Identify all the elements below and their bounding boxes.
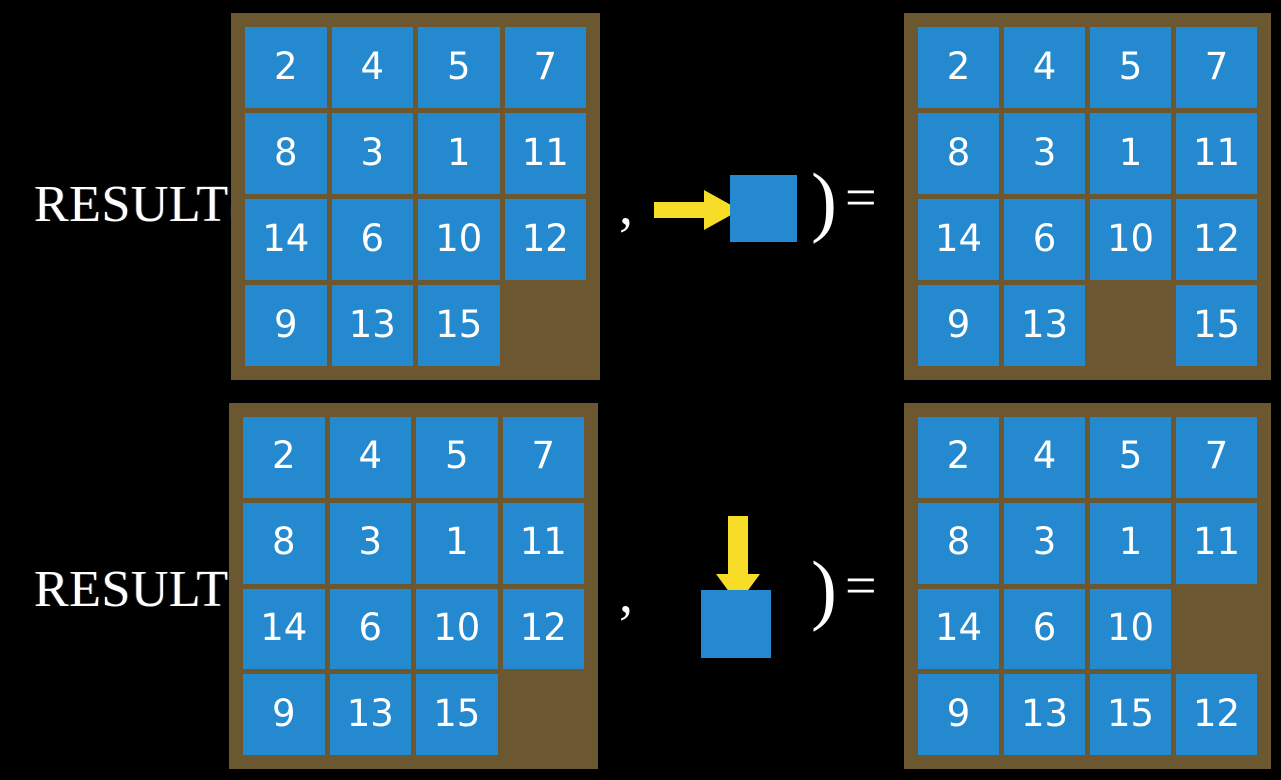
tile[interactable]: 12 [1176, 199, 1257, 280]
tile[interactable]: 5 [418, 27, 500, 108]
tile[interactable]: 8 [918, 502, 999, 584]
tile[interactable]: 1 [418, 113, 500, 194]
tile[interactable]: 2 [918, 417, 999, 498]
tile[interactable]: 7 [1176, 417, 1257, 498]
tile[interactable]: 14 [245, 199, 327, 280]
tile[interactable]: 6 [329, 588, 411, 670]
tile[interactable]: 1 [1090, 113, 1171, 194]
equals-sign-bottom: = [845, 555, 877, 617]
tile[interactable]: 15 [416, 674, 498, 755]
tile[interactable]: 13 [1004, 674, 1085, 755]
equals-sign-top: = [845, 167, 877, 229]
tile[interactable]: 13 [1004, 285, 1085, 366]
arrow-right-icon [654, 190, 740, 230]
tile[interactable]: 10 [1090, 588, 1171, 670]
tile[interactable]: 4 [331, 27, 413, 108]
tile[interactable]: 12 [504, 199, 586, 280]
result-label-bottom: RESULT( [34, 561, 250, 623]
tile[interactable]: 14 [243, 588, 325, 670]
tile[interactable]: 1 [416, 502, 498, 584]
tile[interactable]: 11 [1176, 502, 1257, 584]
tile[interactable]: 8 [918, 113, 999, 194]
empty-slot[interactable] [1176, 589, 1257, 670]
tile[interactable]: 5 [416, 417, 498, 498]
output-board-top: 2 4 5 7 8 3 1 11 14 6 10 12 9 13 15 [904, 13, 1271, 380]
tile[interactable]: 1 [1090, 502, 1171, 584]
tile[interactable]: 7 [502, 417, 584, 498]
tile[interactable]: 4 [329, 417, 411, 498]
tile[interactable]: 3 [329, 502, 411, 584]
empty-slot[interactable] [503, 674, 585, 755]
comma-separator-bottom: , [619, 563, 633, 625]
tile[interactable]: 13 [331, 285, 413, 366]
tile[interactable]: 7 [504, 27, 586, 108]
tile[interactable]: 4 [1004, 417, 1085, 498]
tile[interactable]: 6 [331, 199, 413, 280]
tile[interactable]: 15 [418, 285, 500, 366]
tile[interactable]: 9 [243, 674, 325, 755]
tile[interactable]: 11 [1176, 113, 1257, 194]
tile[interactable]: 8 [245, 113, 327, 194]
input-board-top: 2 4 5 7 8 3 1 11 14 6 10 12 9 13 15 [231, 13, 600, 380]
tile[interactable]: 2 [243, 417, 325, 498]
input-board-bottom-grid: 2 4 5 7 8 3 1 11 14 6 10 12 9 13 15 [243, 417, 584, 755]
tile[interactable]: 9 [918, 285, 999, 366]
tile[interactable]: 4 [1004, 27, 1085, 108]
tile[interactable]: 10 [1090, 199, 1171, 280]
operator-tile-top[interactable] [730, 175, 797, 242]
result-word-bottom: RESULT [34, 561, 229, 618]
tile[interactable]: 10 [416, 588, 498, 670]
result-word-top: RESULT [34, 176, 229, 233]
tile[interactable]: 3 [1004, 502, 1085, 584]
tile[interactable]: 3 [1004, 113, 1085, 194]
tile[interactable]: 3 [331, 113, 413, 194]
operator-tile-bottom[interactable] [701, 590, 771, 658]
tile[interactable]: 9 [245, 285, 327, 366]
close-paren-bottom: ) [811, 545, 837, 632]
tile[interactable]: 7 [1176, 27, 1257, 108]
tile[interactable]: 10 [418, 199, 500, 280]
tile[interactable]: 15 [1090, 674, 1171, 755]
tile[interactable]: 2 [245, 27, 327, 108]
empty-slot[interactable] [505, 285, 587, 366]
output-board-bottom: 2 4 5 7 8 3 1 11 14 6 10 9 13 15 12 [904, 403, 1271, 769]
tile[interactable]: 8 [243, 502, 325, 584]
tile[interactable]: 5 [1090, 27, 1171, 108]
tile[interactable]: 12 [1176, 674, 1257, 755]
output-board-top-grid: 2 4 5 7 8 3 1 11 14 6 10 12 9 13 15 [918, 27, 1257, 366]
tile[interactable]: 14 [918, 588, 999, 670]
tile[interactable]: 5 [1090, 417, 1171, 498]
tile[interactable]: 2 [918, 27, 999, 108]
tile[interactable]: 12 [502, 588, 584, 670]
input-board-bottom: 2 4 5 7 8 3 1 11 14 6 10 12 9 13 15 [229, 403, 598, 769]
tile[interactable]: 9 [918, 674, 999, 755]
close-paren-top: ) [811, 157, 837, 244]
tile[interactable]: 14 [918, 199, 999, 280]
input-board-top-grid: 2 4 5 7 8 3 1 11 14 6 10 12 9 13 15 [245, 27, 586, 366]
comma-separator-top: , [619, 175, 633, 237]
output-board-bottom-grid: 2 4 5 7 8 3 1 11 14 6 10 9 13 15 12 [918, 417, 1257, 755]
tile[interactable]: 11 [504, 113, 586, 194]
arrow-down-icon [716, 516, 760, 604]
tile[interactable]: 13 [329, 674, 411, 755]
tile[interactable]: 15 [1176, 285, 1257, 366]
tile[interactable]: 11 [502, 502, 584, 584]
empty-slot[interactable] [1090, 285, 1171, 366]
result-label-top: RESULT( [34, 176, 250, 238]
tile[interactable]: 6 [1004, 588, 1085, 670]
tile[interactable]: 6 [1004, 199, 1085, 280]
